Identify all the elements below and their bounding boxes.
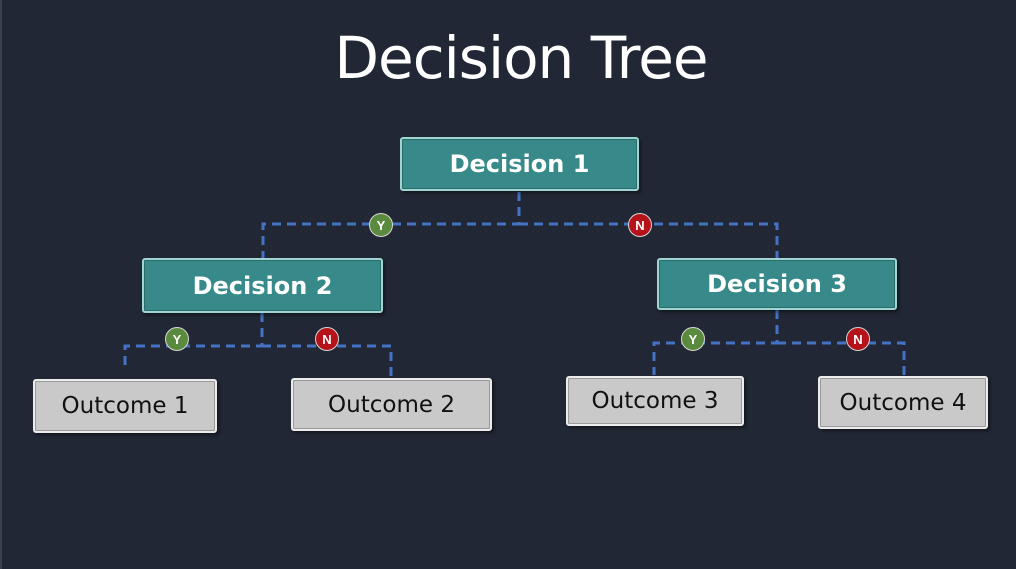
connector-d2-o2 — [262, 344, 393, 377]
connector-d3-o3 — [652, 310, 779, 375]
decision-2-node[interactable]: Decision 2 — [142, 258, 383, 313]
slide-title: Decision Tree — [334, 24, 708, 92]
no-badge-d2: N — [315, 327, 339, 351]
connector-d1-d2 — [261, 192, 521, 258]
outcome-4-node[interactable]: Outcome 4 — [818, 376, 988, 429]
yes-badge-d2: Y — [165, 327, 189, 351]
decision-1-node[interactable]: Decision 1 — [400, 137, 639, 191]
connector-d1-d3 — [519, 222, 779, 258]
outcome-2-node[interactable]: Outcome 2 — [291, 378, 492, 431]
connector-d2-o1 — [123, 313, 264, 366]
connector-d3-o4 — [777, 341, 906, 375]
outcome-1-node[interactable]: Outcome 1 — [33, 379, 217, 433]
yes-badge-d3: Y — [681, 327, 705, 351]
no-badge-d3: N — [846, 327, 870, 351]
outcome-3-node[interactable]: Outcome 3 — [566, 376, 744, 426]
no-badge-d1: N — [628, 213, 652, 237]
yes-badge-d1: Y — [369, 213, 393, 237]
decision-3-node[interactable]: Decision 3 — [657, 258, 897, 310]
